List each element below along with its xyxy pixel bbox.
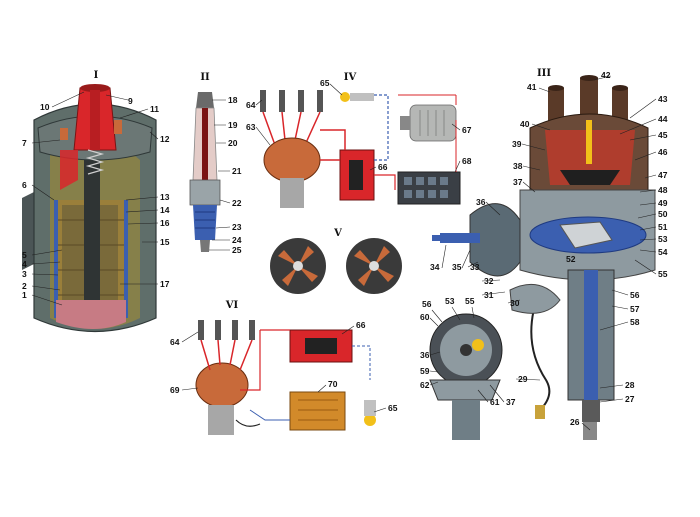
callout-52: 52 [566,254,576,264]
callout-1: 1 [22,290,27,300]
callout-37: 37 [513,177,523,187]
callout-66: 66 [378,162,388,172]
callout-58: 58 [630,317,640,327]
callout-36: 36 [476,197,486,207]
callout-62: 62 [420,380,430,390]
callout-10: 10 [40,102,50,112]
callout-35: 35 [452,262,462,272]
callout-49: 49 [658,198,668,208]
callout-56: 56 [630,290,640,300]
electronic-circuit-callouts: 64 69 66 70 65 [170,320,398,413]
callout-43: 43 [658,94,668,104]
callout-63: 63 [246,122,256,132]
coil-callouts: 1 2 3 4 5 6 7 9 10 11 12 13 14 15 16 17 [22,91,170,306]
distributor-top-view [429,313,503,440]
callout-9: 9 [128,96,133,106]
callout-37b: 37 [506,397,516,407]
plug-callouts: 18 19 20 21 22 23 24 25 [209,95,242,255]
callout-64b: 64 [170,337,180,347]
callout-42: 42 [601,70,611,80]
callout-26: 26 [570,417,580,427]
callout-40: 40 [520,119,530,129]
electronic-ignition-circuit [195,320,376,435]
callout-34: 34 [430,262,440,272]
callout-11: 11 [150,104,159,114]
callout-13: 13 [160,192,170,202]
callout-7: 7 [22,138,27,148]
distributor-callouts: 41 42 43 44 45 46 47 48 49 50 51 53 54 5… [430,70,668,431]
callout-54: 54 [658,247,668,257]
callout-22: 22 [232,198,242,208]
callout-48: 48 [658,185,668,195]
callout-53: 53 [658,234,668,244]
section-label-contact-circuit: IV [344,72,357,83]
cam-diagrams [270,238,402,294]
callout-70: 70 [328,379,338,389]
callout-47: 47 [658,170,668,180]
callout-65: 65 [320,78,330,88]
callout-19: 19 [228,120,238,130]
callout-5: 5 [22,250,27,260]
callout-59: 59 [420,366,430,376]
callout-64: 64 [246,100,256,110]
callout-12: 12 [160,134,170,144]
callout-53b: 53 [445,296,455,306]
callout-50: 50 [658,209,668,219]
callout-18: 18 [228,95,238,105]
callout-55: 55 [658,269,668,279]
callout-15: 15 [160,237,170,247]
callout-46: 46 [658,147,668,157]
callout-41: 41 [527,82,537,92]
callout-66b: 66 [356,320,366,330]
section-label-coil: I [94,70,99,81]
callout-57: 57 [630,304,640,314]
callout-6: 6 [22,180,27,190]
callout-4: 4 [22,259,27,269]
callout-44: 44 [658,114,668,124]
spark-plug-cutaway [189,92,221,252]
callout-16: 16 [160,218,170,228]
callout-14: 14 [160,205,170,215]
callout-69: 69 [170,385,180,395]
contact-ignition-circuit [260,90,461,208]
callout-33: 33 [470,262,480,272]
callout-65b: 65 [388,403,398,413]
callout-56b: 56 [422,299,432,309]
callout-30: 30 [510,298,520,308]
callout-55b: 55 [465,296,475,306]
callout-24: 24 [232,235,242,245]
callout-20: 20 [228,138,238,148]
callout-60: 60 [420,312,430,322]
callout-2: 2 [22,281,27,291]
ignition-coil-cutaway [22,84,157,333]
callout-68: 68 [462,156,472,166]
callout-61: 61 [490,397,500,407]
top-view-callouts: 56 53 55 60 36 59 62 61 37 52 [420,254,576,407]
section-label-plug: II [200,72,210,83]
callout-32: 32 [484,276,494,286]
callout-31: 31 [484,290,494,300]
callout-67: 67 [462,125,472,135]
callout-39: 39 [512,139,522,149]
callout-3: 3 [22,269,27,279]
section-label-cam: V [333,228,342,239]
section-label-electronic-circuit: VI [225,300,239,311]
callout-27: 27 [625,394,635,404]
callout-25: 25 [232,245,242,255]
callout-51: 51 [658,222,668,232]
callout-45: 45 [658,130,668,140]
contact-circuit-callouts: 64 63 65 66 67 68 [246,78,472,173]
callout-23: 23 [232,222,242,232]
callout-21: 21 [232,166,242,176]
callout-28: 28 [625,380,635,390]
callout-38: 38 [513,161,523,171]
callout-17: 17 [160,279,170,289]
distributor-cutaway [432,75,656,440]
section-label-distributor: III [537,68,551,79]
callout-36b: 36 [420,350,430,360]
